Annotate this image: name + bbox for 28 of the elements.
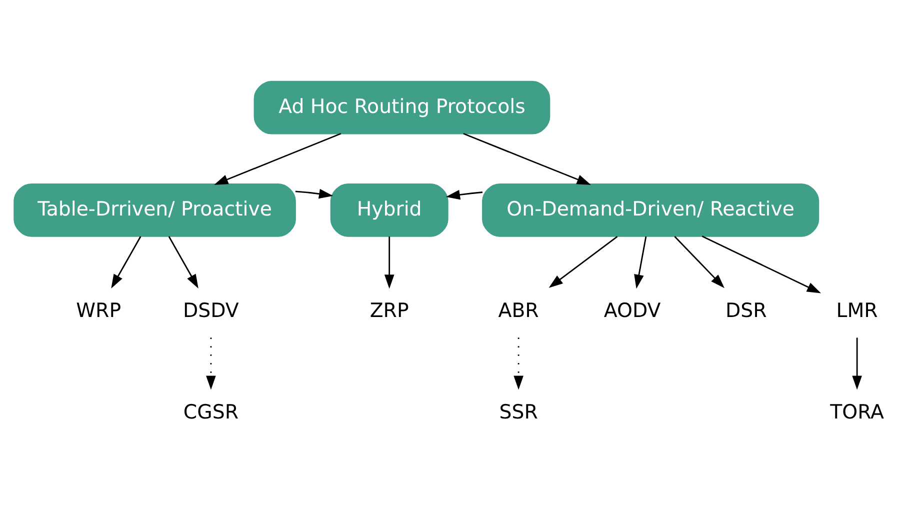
node-text: WRP [76,299,122,322]
arrow [548,236,618,288]
arrow [634,236,647,289]
node-text: ZRP [370,299,409,322]
arrow [206,338,216,390]
node-box: Hybrid [330,183,448,237]
arrow [168,236,198,288]
node-box: Ad Hoc Routing Protocols [254,80,550,134]
node-text: CGSR [183,400,238,424]
node-box: On-Demand-Driven/ Reactive [482,183,820,237]
arrow [674,236,724,288]
node-text: ABR [498,299,539,322]
node-text: SSR [499,400,538,424]
node-text: DSDV [183,299,239,322]
arrow [214,133,342,185]
node-text: LMR [836,299,878,322]
arrow [463,133,591,185]
arrow [514,338,524,390]
arrow [852,338,862,390]
node-box: Table-Drriven/ Proactive [14,183,296,237]
node-text: AODV [604,299,661,322]
node-text: DSR [725,299,767,322]
arrow [111,236,142,288]
arrow [702,236,822,294]
node-text: TORA [830,400,884,424]
arrow [295,188,334,199]
arrow [384,236,394,289]
arrow [446,190,482,200]
